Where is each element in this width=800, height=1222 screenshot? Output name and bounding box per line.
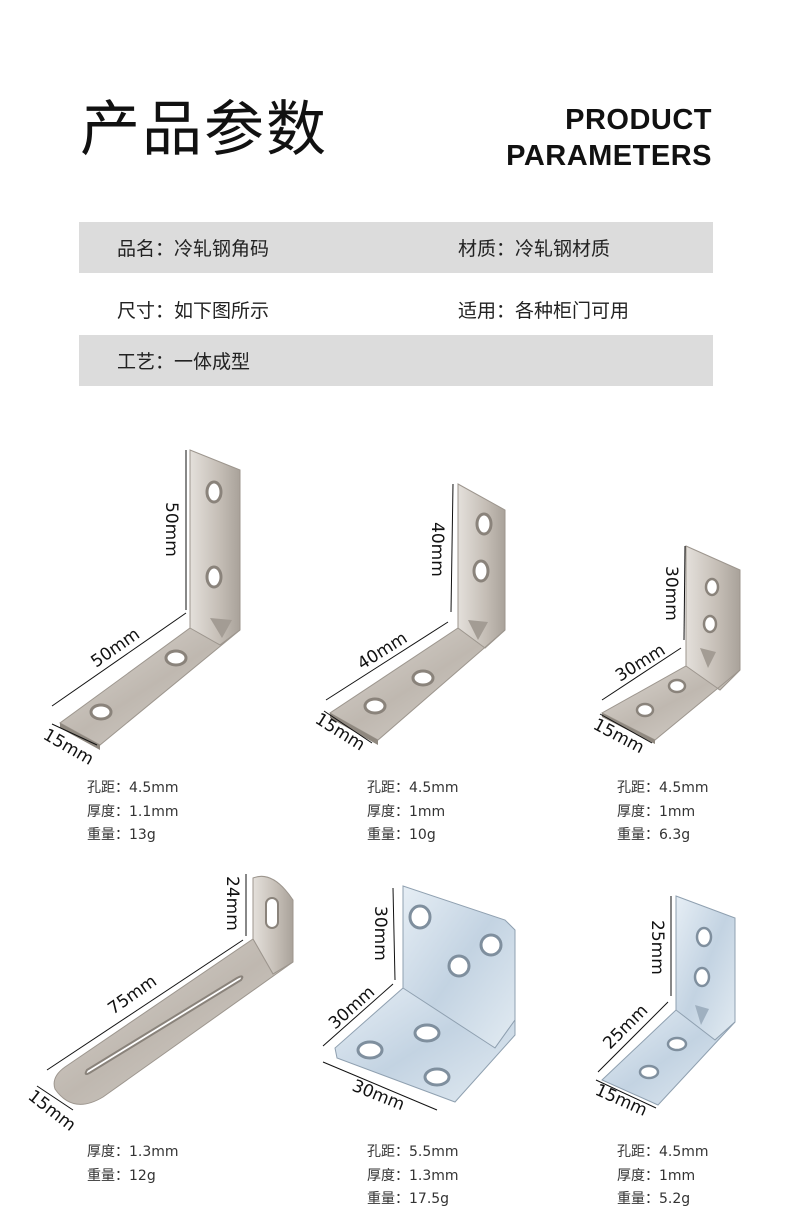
bracket-30mm-image: 30mm 30mm 15mm [590, 545, 741, 758]
dim-length: 30mm [612, 640, 669, 686]
dim-height: 40mm [427, 522, 447, 577]
spec-hole-pitch: 孔距：4.5mm [617, 780, 709, 796]
product-bracket-40mm: 40mm 40mm 15mm [300, 470, 530, 770]
param-process: 工艺：一体成型 [117, 347, 250, 374]
product-5-specs: 孔距：5.5mm 厚度：1.3mm 重量：17.5g [367, 1141, 459, 1212]
param-size-value: 如下图所示 [174, 300, 270, 322]
param-usage-label: 适用： [458, 300, 516, 322]
param-size-label: 尺寸： [117, 300, 175, 322]
spec-hole-pitch: 孔距：4.5mm [87, 780, 179, 796]
param-row-3: 工艺：一体成型 [79, 335, 713, 386]
product-1-specs: 孔距：4.5mm 厚度：1.1mm 重量：13g [87, 777, 179, 848]
param-name-label: 品名： [117, 238, 175, 260]
param-material-value: 冷轧钢材质 [515, 238, 611, 260]
title-en-line1: PRODUCT [565, 104, 712, 136]
param-process-label: 工艺： [117, 351, 175, 373]
param-row-2: 尺寸：如下图所示 适用：各种柜门可用 [79, 284, 713, 335]
spec-hole-pitch: 孔距：4.5mm [367, 780, 459, 796]
spacer [79, 273, 713, 284]
product-6-specs: 孔距：4.5mm 厚度：1mm 重量：5.2g [617, 1141, 709, 1212]
dim-height: 30mm [370, 906, 390, 961]
spec-weight: 重量：5.2g [617, 1191, 691, 1207]
page-title-cn: 产品参数 [80, 95, 328, 165]
param-name-value: 冷轧钢角码 [174, 238, 270, 260]
param-material: 材质：冷轧钢材质 [458, 234, 610, 261]
spec-weight: 重量：17.5g [367, 1191, 450, 1207]
spec-thickness: 厚度：1mm [367, 803, 446, 820]
param-row-1: 品名：冷轧钢角码 材质：冷轧钢材质 [79, 222, 713, 273]
bracket-50mm-image: 50mm 50mm 15mm [40, 449, 241, 770]
spec-hole-pitch: 孔距：5.5mm [367, 1144, 459, 1160]
dim-width: 30mm [349, 1076, 407, 1115]
bracket-40mm-image: 40mm 40mm 15mm [311, 483, 506, 755]
dim-height: 30mm [661, 566, 681, 621]
param-size: 尺寸：如下图所示 [117, 296, 269, 323]
dim-height: 24mm [222, 876, 242, 931]
product-bracket-50mm: 50mm 50mm 15mm [0, 440, 300, 770]
spec-weight: 重量：12g [87, 1167, 156, 1184]
param-usage: 适用：各种柜门可用 [458, 296, 629, 323]
param-usage-value: 各种柜门可用 [515, 300, 630, 322]
spec-weight: 重量：10g [367, 827, 436, 843]
product-3-specs: 孔距：4.5mm 厚度：1mm 重量：6.3g [617, 777, 709, 848]
bracket-75mm-image: 24mm 75mm 15mm [24, 874, 294, 1136]
page-title-en: PRODUCT PARAMETERS [506, 102, 712, 174]
param-process-value: 一体成型 [174, 351, 251, 373]
product-bracket-30x30-zinc: 30mm 30mm 30mm [315, 870, 535, 1130]
spec-thickness: 厚度：1mm [617, 803, 696, 820]
spec-hole-pitch: 孔距：4.5mm [617, 1144, 709, 1160]
dim-height: 50mm [161, 502, 181, 557]
title-en-line2: PARAMETERS [506, 140, 712, 172]
bracket-25mm-image: 25mm 25mm 15mm [592, 895, 736, 1121]
dim-height: 25mm [647, 920, 667, 975]
product-2-specs: 孔距：4.5mm 厚度：1mm 重量：10g [367, 777, 459, 848]
spec-weight: 重量：6.3g [617, 827, 691, 843]
product-bracket-75mm: 24mm 75mm 15mm [15, 860, 315, 1140]
parameter-table: 品名：冷轧钢角码 材质：冷轧钢材质 尺寸：如下图所示 适用：各种柜门可用 工艺：… [79, 222, 713, 386]
product-bracket-30mm: 30mm 30mm 15mm [580, 530, 760, 770]
spec-weight: 重量：13g [87, 827, 156, 843]
param-material-label: 材质： [458, 238, 516, 260]
spec-thickness: 厚度：1.3mm [87, 1144, 179, 1160]
spec-thickness: 厚度：1.1mm [87, 803, 179, 820]
spec-thickness: 厚度：1.3mm [367, 1167, 459, 1184]
product-bracket-25mm-zinc: 25mm 25mm 15mm [580, 880, 760, 1130]
bracket-30x30-image: 30mm 30mm 30mm [322, 885, 516, 1115]
spec-thickness: 厚度：1mm [617, 1167, 696, 1184]
product-4-specs: 厚度：1.3mm 重量：12g [87, 1141, 179, 1188]
param-name: 品名：冷轧钢角码 [117, 234, 269, 261]
